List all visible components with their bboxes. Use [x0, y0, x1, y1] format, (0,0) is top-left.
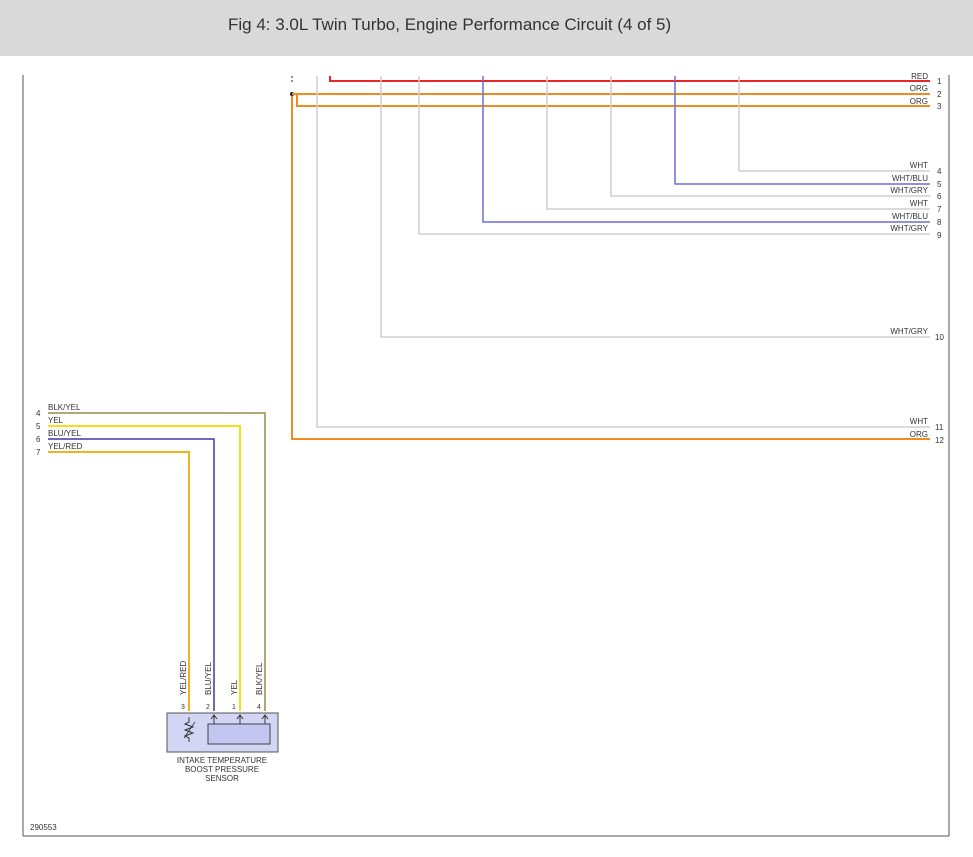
sensor-pin-2: 2 [206, 704, 210, 711]
wire-left-5 [48, 425, 241, 711]
right-label-2: ORG [910, 84, 928, 93]
sensor-wire-label-3: YEL/RED [179, 661, 188, 695]
wire-pin-7 [546, 76, 930, 210]
left-label-7: YEL/RED [48, 442, 82, 451]
pin-arrow-icon [210, 714, 218, 724]
sensor-pressure-element [207, 723, 271, 745]
left-label-6: BLU/YEL [48, 429, 81, 438]
sensor-name-2: BOOST PRESSURE [185, 765, 259, 774]
left-label-4: BLK/YEL [48, 403, 81, 412]
wire-pin-9 [418, 76, 930, 235]
right-pin-4: 4 [937, 167, 942, 176]
right-connector-labels: RED 1 ORG 2 ORG 3 WHT 4 WHT/BLU 5 WHT/GR… [890, 72, 944, 445]
right-pin-5: 5 [937, 180, 942, 189]
right-label-7: WHT [910, 199, 928, 208]
thermistor-icon [183, 717, 195, 742]
right-pin-10: 10 [935, 333, 944, 342]
right-label-8: WHT/BLU [892, 212, 928, 221]
wire-left-7 [48, 451, 190, 711]
left-pin-6: 6 [36, 435, 41, 444]
right-label-4: WHT [910, 161, 928, 170]
right-pin-7: 7 [937, 205, 942, 214]
right-pin-11: 11 [935, 423, 944, 432]
right-pin-2: 2 [937, 90, 942, 99]
wire-left-4 [48, 412, 266, 711]
sensor-pin-1: 1 [232, 704, 236, 711]
sensor-wire-label-2: BLU/YEL [204, 662, 213, 695]
sensor-name-1: INTAKE TEMPERATURE [177, 756, 267, 765]
right-label-3: ORG [910, 97, 928, 106]
wire-pin-10 [380, 76, 930, 338]
figure-title: Fig 4: 3.0L Twin Turbo, Engine Performan… [228, 15, 672, 34]
pin-arrow-icon [261, 714, 269, 724]
wire-pin-11 [316, 76, 930, 428]
right-label-6: WHT/GRY [890, 186, 928, 195]
right-label-9: WHT/GRY [890, 224, 928, 233]
right-label-11: WHT [910, 417, 928, 426]
wire-pin-8 [482, 76, 930, 223]
thermistor-arrow-icon [183, 721, 196, 739]
sensor-wire-label-1: YEL [230, 679, 239, 695]
right-pin-6: 6 [937, 192, 942, 201]
sensor-pin-3: 3 [181, 704, 185, 711]
sensor-wire-labels: YEL/RED BLU/YEL YEL BLK/YEL [179, 661, 264, 695]
wire-pin-3 [296, 94, 930, 107]
right-label-12: ORG [910, 430, 928, 439]
left-label-5: YEL [48, 416, 64, 425]
wire-pin-12 [291, 96, 930, 440]
right-pin-8: 8 [937, 218, 942, 227]
left-connector-labels: 4 BLK/YEL 5 YEL 6 BLU/YEL 7 YEL/RED [36, 403, 82, 457]
right-pin-12: 12 [935, 436, 944, 445]
sensor-name-3: SENSOR [205, 774, 239, 783]
right-label-10: WHT/GRY [890, 327, 928, 336]
wire-left-6 [48, 438, 215, 711]
right-pin-1: 1 [937, 77, 942, 86]
right-label-1: RED [911, 72, 928, 81]
wire-pin-1 [329, 76, 930, 82]
pin-arrow-icon [236, 714, 244, 724]
right-label-5: WHT/BLU [892, 174, 928, 183]
intake-sensor: 3 2 1 4 INTAKE TEMPERATURE BOOST PRESSUR… [166, 704, 279, 783]
right-pin-3: 3 [937, 102, 942, 111]
wire-pin-6 [610, 76, 930, 197]
right-pin-9: 9 [937, 231, 942, 240]
sensor-wire-label-4: BLK/YEL [255, 662, 264, 695]
left-pin-5: 5 [36, 422, 41, 431]
left-pin-4: 4 [36, 409, 41, 418]
figure-header: Fig 4: 3.0L Twin Turbo, Engine Performan… [0, 0, 973, 56]
wire-pin-4 [738, 76, 930, 172]
wire-pin-5 [674, 76, 930, 185]
figure-id: 290553 [30, 823, 57, 832]
sensor-pin-4: 4 [257, 704, 261, 711]
left-pin-7: 7 [36, 448, 41, 457]
